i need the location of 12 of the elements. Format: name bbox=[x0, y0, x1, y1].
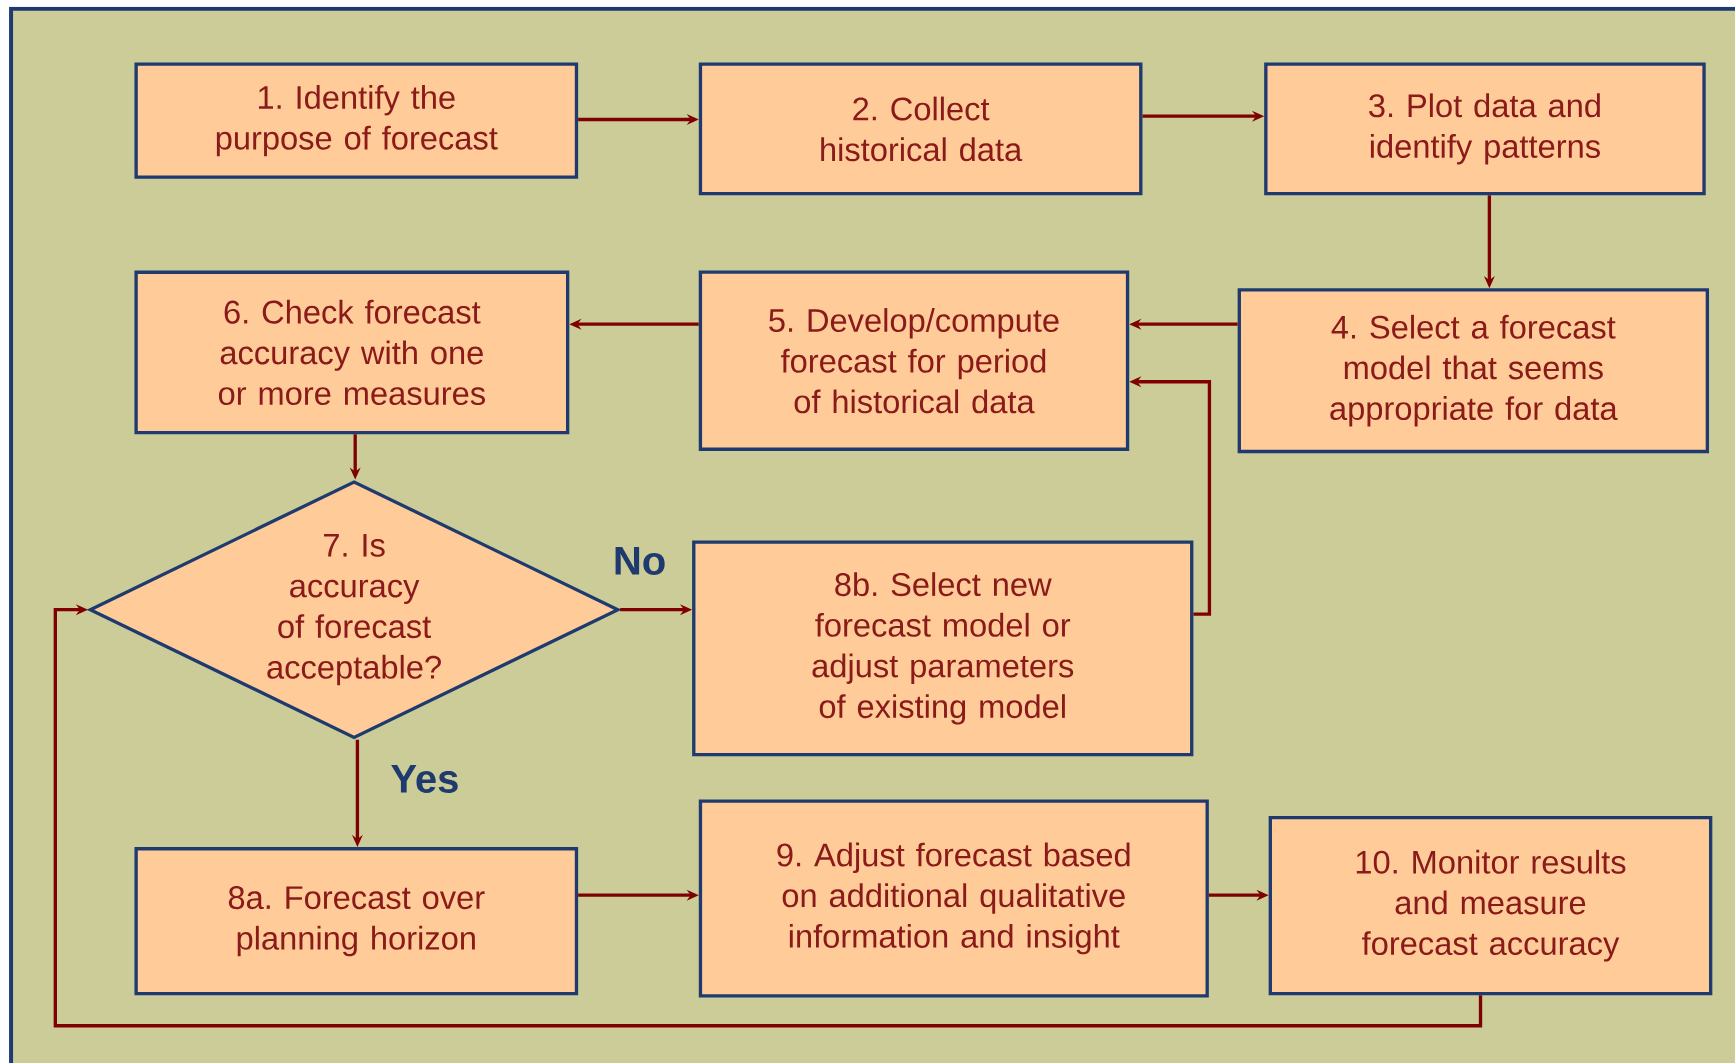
edge-label: Yes bbox=[391, 764, 458, 793]
process-box: 5. Develop/compute forecast for period of historical data bbox=[698, 270, 1130, 451]
process-box: 8a. Forecast over planning horizon bbox=[134, 846, 579, 996]
process-box: 10. Monitor results and measure forecast accuracy bbox=[1268, 815, 1713, 996]
process-box: 2. Collect historical data bbox=[698, 62, 1143, 196]
process-box: 1. Identify the purpose of forecast bbox=[134, 62, 579, 179]
process-box: 8b. Select new forecast model or adjust parameters of existing model bbox=[692, 540, 1194, 757]
arrow bbox=[53, 604, 1483, 1028]
process-box: 9. Adjust forecast based on additional qualitative information and insight bbox=[698, 799, 1209, 998]
process-box: 3. Plot data and identify patterns bbox=[1264, 62, 1706, 196]
process-box: 6. Check forecast accuracy with one or more measures bbox=[134, 270, 570, 435]
process-box: 4. Select a forecast model that seems appropriate for data bbox=[1237, 288, 1710, 453]
